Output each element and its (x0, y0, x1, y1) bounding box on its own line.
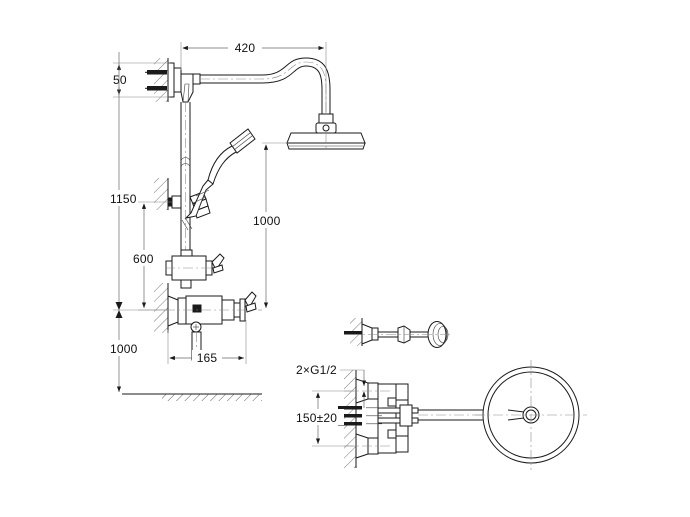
view-wall-fitting-detail (344, 318, 452, 348)
head-shower-disc (286, 132, 366, 150)
floor-line (122, 393, 262, 401)
view-head-shower-plan (475, 360, 587, 470)
wall-section-upper (154, 58, 169, 102)
dimensions-main-view: 420 50 1150 600 1000 1000 (108, 40, 327, 392)
dimension-1150: 1150 (110, 192, 137, 206)
riser-pipe (180, 102, 191, 255)
gooseneck-shower-arm (200, 57, 331, 118)
head-shower-connector (315, 113, 337, 134)
dimension-420: 420 (235, 41, 256, 55)
dimension-1000-head: 1000 (253, 214, 281, 228)
handheld-shower (181, 128, 256, 231)
thermostatic-mixer-valve (165, 291, 257, 361)
dimension-50: 50 (113, 73, 127, 87)
dimension-600: 600 (133, 252, 154, 266)
dimension-165: 165 (197, 351, 218, 365)
view-main-elevation (122, 57, 366, 401)
dimension-2xG12: 2×G1/2 (296, 363, 337, 377)
wall-section-lower (154, 283, 169, 333)
wall-section-middle (154, 178, 169, 210)
dimensions-inlet-detail: 2×G1/2 150±20 (294, 363, 367, 447)
dimension-150-tol: 150±20 (296, 411, 337, 425)
divertor-valve (165, 249, 225, 289)
dimension-1000-floor: 1000 (110, 342, 138, 356)
